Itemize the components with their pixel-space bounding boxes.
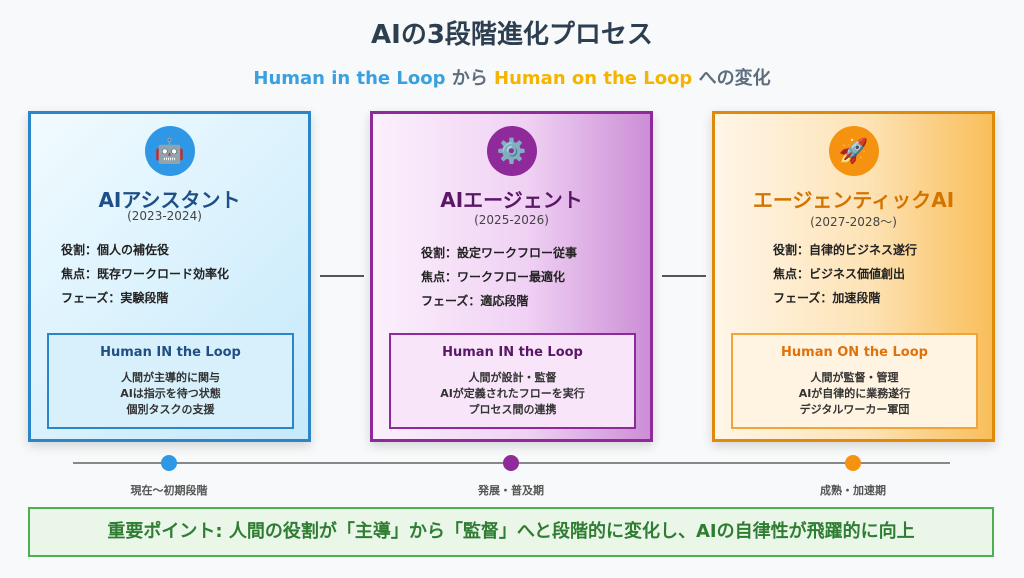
rocket-icon: 🚀 <box>828 126 879 176</box>
human-mode-title: Human ON the Loop <box>781 345 928 360</box>
human-mode-line: 人間が設計・監督 <box>468 371 557 384</box>
stage-focus: 焦点：ビジネス価値創出 <box>773 267 906 281</box>
human-mode-line: デジタルワーカー軍団 <box>799 403 910 416</box>
human-mode-box: Human IN the Loop 人間が設計・監督 AIが定義されたフローを実… <box>389 333 636 429</box>
stage-card-ai-assistant: 🤖 AIアシスタント (2023-2024) 役割：個人の補佐役 焦点：既存ワー… <box>28 111 311 442</box>
human-mode-lines: 人間が主導的に関与 AIは指示を待つ状態 個別タスクの支援 <box>49 370 292 418</box>
human-mode-box: Human ON the Loop 人間が監督・管理 AIが自律的に業務遂行 デ… <box>731 333 978 429</box>
human-mode-line: 人間が主導的に関与 <box>121 371 220 384</box>
timeline-label: 現在〜初期段階 <box>130 484 208 497</box>
robot-icon: 🤖 <box>144 126 195 176</box>
stage-connector <box>320 275 364 277</box>
human-mode-box: Human IN the Loop 人間が主導的に関与 AIは指示を待つ状態 個… <box>47 333 294 429</box>
stage-title: エージェンティックAI <box>752 188 955 212</box>
subtitle-human-in: Human in the Loop <box>253 68 446 89</box>
human-mode-line: 個別タスクの支援 <box>126 403 215 416</box>
human-mode-line: AIは指示を待つ状態 <box>120 387 221 400</box>
page-title: AIの3段階進化プロセス <box>371 20 653 50</box>
stage-role: 役割：設定ワークフロー従事 <box>421 246 578 260</box>
stage-focus: 焦点：既存ワークロード効率化 <box>61 267 230 281</box>
stage-connector <box>662 275 706 277</box>
page-subtitle: Human in the Loop から Human on the Loop へ… <box>0 64 1024 90</box>
subtitle-suffix: への変化 <box>692 68 771 89</box>
human-mode-line: 人間が監督・管理 <box>810 371 899 384</box>
stage-role: 役割：個人の補佐役 <box>61 243 170 257</box>
subtitle-human-on: Human on the Loop <box>494 68 693 89</box>
stage-details: 役割：設定ワークフロー従事 焦点：ワークフロー最適化 フェーズ：適応段階 <box>373 241 650 313</box>
stage-title: AIアシスタント <box>98 188 241 212</box>
timeline-label: 成熟・加速期 <box>820 484 886 497</box>
human-mode-line: AIが自律的に業務遂行 <box>798 387 911 400</box>
stage-years: (2023-2024) <box>127 209 202 223</box>
timeline-dot-2 <box>503 455 519 471</box>
timeline-dot-3 <box>845 455 861 471</box>
subtitle-from: から <box>445 68 495 89</box>
stage-title: AIエージェント <box>440 188 583 212</box>
stage-role: 役割：自律的ビジネス遂行 <box>773 243 918 257</box>
human-mode-line: プロセス間の連携 <box>468 403 557 416</box>
stage-card-ai-agent: ⚙️ AIエージェント (2025-2026) 役割：設定ワークフロー従事 焦点… <box>370 111 653 442</box>
stage-years: (2025-2026) <box>474 213 549 227</box>
human-mode-line: AIが定義されたフローを実行 <box>440 387 585 400</box>
human-mode-title: Human IN the Loop <box>100 345 241 360</box>
gear-icon: ⚙️ <box>486 126 537 176</box>
stage-phase: フェーズ：加速段階 <box>773 291 881 305</box>
stage-card-agentic-ai: 🚀 エージェンティックAI (2027-2028〜) 役割：自律的ビジネス遂行 … <box>712 111 995 442</box>
stage-years: (2027-2028〜) <box>810 215 897 229</box>
timeline-label: 発展・普及期 <box>478 484 544 497</box>
stage-details: 役割：個人の補佐役 焦点：既存ワークロード効率化 フェーズ：実験段階 <box>31 238 308 310</box>
stage-phase: フェーズ：適応段階 <box>421 294 529 308</box>
stage-details: 役割：自律的ビジネス遂行 焦点：ビジネス価値創出 フェーズ：加速段階 <box>715 238 992 310</box>
timeline-dot-1 <box>161 455 177 471</box>
human-mode-title: Human IN the Loop <box>442 345 583 360</box>
stage-focus: 焦点：ワークフロー最適化 <box>421 270 566 284</box>
human-mode-lines: 人間が設計・監督 AIが定義されたフローを実行 プロセス間の連携 <box>391 370 634 418</box>
human-mode-lines: 人間が監督・管理 AIが自律的に業務遂行 デジタルワーカー軍団 <box>733 370 976 418</box>
key-point-banner: 重要ポイント: 人間の役割が「主導」から「監督」へと段階的に変化し、AIの自律性… <box>28 507 994 557</box>
stage-phase: フェーズ：実験段階 <box>61 291 169 305</box>
